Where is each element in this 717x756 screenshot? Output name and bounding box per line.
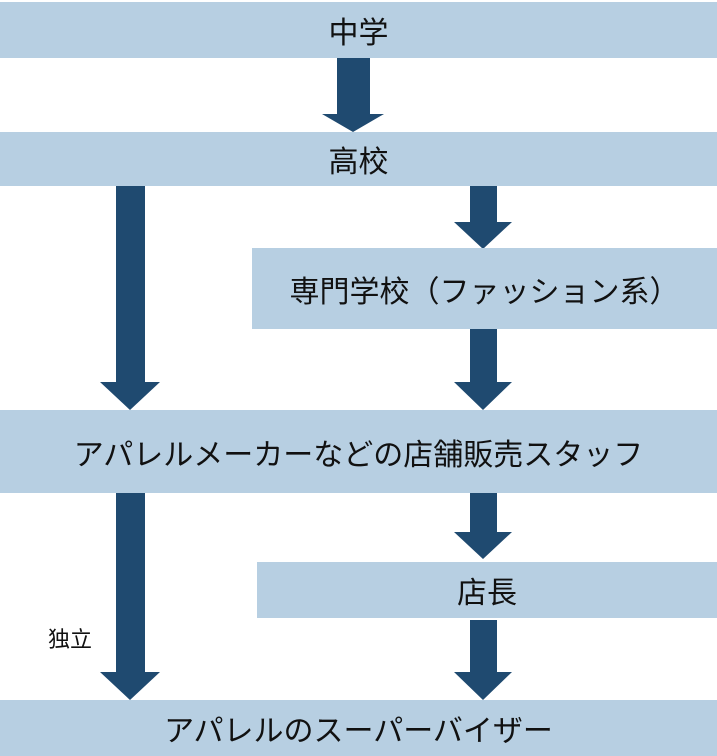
node-junior-high: 中学: [0, 2, 717, 58]
arrow-high-school-to-vocational: [454, 186, 512, 249]
node-store-manager-label: 店長: [457, 576, 517, 611]
arrow-sales-staff-to-store-manager: [454, 493, 512, 559]
node-supervisor: アパレルのスーパーバイザー: [0, 700, 717, 756]
arrow-junior-high-to-high-school: [322, 58, 384, 132]
node-vocational-school-label: 専門学校（ファッション系）: [289, 274, 680, 310]
arrow-sales-staff-to-supervisor: [100, 493, 160, 700]
arrow-vocational-to-sales-staff: [454, 329, 512, 410]
arrow-high-school-to-sales-staff: [100, 186, 160, 410]
arrow-store-manager-to-supervisor: [454, 620, 512, 700]
node-high-school-label: 高校: [328, 145, 389, 180]
node-sales-staff-label: アパレルメーカーなどの店舗販売スタッフ: [73, 437, 644, 473]
node-store-manager: 店長: [257, 562, 717, 618]
edge-label-independence: 独立: [48, 628, 93, 653]
node-junior-high-label: 中学: [328, 16, 389, 51]
node-sales-staff: アパレルメーカーなどの店舗販売スタッフ: [0, 410, 717, 493]
node-supervisor-label: アパレルのスーパーバイザー: [164, 714, 553, 749]
node-high-school: 高校: [0, 132, 717, 186]
node-vocational-school: 専門学校（ファッション系）: [252, 248, 717, 329]
